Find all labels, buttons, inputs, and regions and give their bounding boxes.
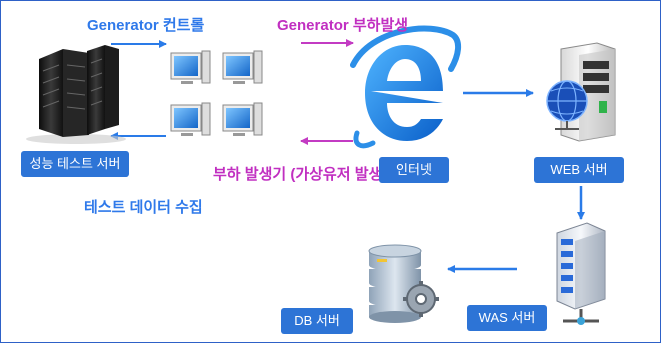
monitor-icon — [222, 102, 263, 136]
badge-db-server: DB 서버 — [281, 308, 353, 334]
badge-internet: 인터넷 — [379, 157, 449, 183]
was-server-icon — [556, 222, 606, 325]
monitor-icon — [170, 50, 211, 84]
badge-was-server: WAS 서버 — [467, 305, 547, 331]
badge-web-server: WEB 서버 — [534, 157, 624, 183]
label-load-generator: 부하 발생기 (가상유저 발생) — [213, 166, 388, 183]
label-generator-load: Generator 부하발생 — [277, 17, 409, 34]
label-generator-control: Generator 컨트롤 — [87, 17, 205, 34]
internet-explorer-icon — [350, 25, 461, 149]
web-server-icon — [546, 42, 616, 142]
server-rack-icon — [26, 45, 126, 144]
badge-perf-test-server: 성능 테스트 서버 — [21, 151, 129, 177]
label-collect-test-data: 테스트 데이터 수집 — [84, 199, 203, 216]
database-icon — [368, 244, 439, 323]
monitor-icon — [222, 50, 263, 84]
monitor-icon — [170, 102, 211, 136]
